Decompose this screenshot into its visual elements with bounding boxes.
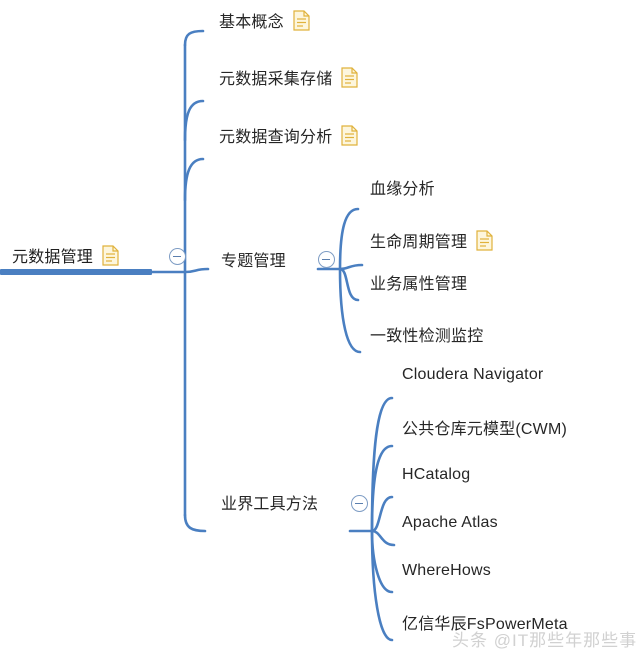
branch-curve-1 — [183, 29, 205, 47]
subbranch-label: 一致性检测监控 — [370, 328, 484, 345]
root-underline — [0, 269, 152, 275]
subbranch-node-consistency-monitoring[interactable]: 一致性检测监控 — [370, 322, 483, 346]
subbranch-label: Cloudera Navigator — [402, 366, 544, 383]
note-document-icon — [341, 66, 359, 88]
branch-node-metadata-query-analysis[interactable]: 元数据查询分析 — [219, 123, 359, 147]
subbranch-curve-b6 — [370, 529, 394, 642]
branch-curve-2 — [183, 99, 205, 142]
subbranch-node-fspowermeta[interactable]: 亿信华辰FsPowerMeta — [402, 610, 568, 634]
root-collapse-minus-icon[interactable] — [169, 248, 186, 265]
subbranch-label: Apache Atlas — [402, 514, 498, 531]
subbranch-curve-a2 — [338, 263, 364, 271]
subbranch-curve-a3 — [338, 267, 360, 302]
branch-label: 专题管理 — [221, 253, 286, 270]
subbranch-label: WhereHows — [402, 562, 491, 579]
subbranch-label: 业务属性管理 — [370, 276, 468, 293]
subbranch-node-business-attribute-management[interactable]: 业务属性管理 — [370, 270, 467, 294]
subbranch-curve-a4 — [338, 267, 362, 354]
subbranch-node-cwm[interactable]: 公共仓库元模型(CWM) — [402, 415, 567, 439]
branch-label: 业界工具方法 — [221, 496, 319, 513]
branch-label: 元数据采集存储 — [219, 71, 333, 88]
subbranch-node-hcatalog[interactable]: HCatalog — [402, 466, 470, 484]
subbranch-node-apache-atlas[interactable]: Apache Atlas — [402, 514, 498, 532]
subbranch-curve-b2 — [370, 444, 394, 533]
subbranch-curve-b1 — [370, 396, 394, 533]
subbranch-label: 公共仓库元模型(CWM) — [402, 421, 568, 438]
subbranch-curve-b5 — [370, 529, 394, 594]
topic-management-collapse-minus-icon[interactable] — [318, 251, 335, 268]
subbranch-node-lineage-analysis[interactable]: 血缘分析 — [370, 175, 435, 199]
branch-node-metadata-collection-storage[interactable]: 元数据采集存储 — [219, 65, 359, 89]
subbranch-label: HCatalog — [402, 466, 471, 483]
subbranch-node-wherehows[interactable]: WhereHows — [402, 562, 491, 580]
subbranch-node-lifecycle-management[interactable]: 生命周期管理 — [370, 228, 493, 252]
industry-tools-collapse-minus-icon[interactable] — [351, 495, 368, 512]
branch-curve-5 — [183, 513, 207, 533]
subbranch-label: 亿信华辰FsPowerMeta — [402, 616, 568, 633]
subbranch-curve-a1 — [338, 207, 360, 271]
root-node[interactable]: 元数据管理 — [12, 243, 119, 267]
subbranch-node-cloudera-navigator[interactable]: Cloudera Navigator — [402, 366, 543, 384]
branch-curve-4 — [183, 267, 210, 274]
subbranch-curve-b4 — [370, 529, 396, 547]
branch-curve-3 — [183, 157, 205, 202]
note-document-icon — [102, 244, 119, 266]
note-document-icon — [293, 9, 310, 31]
root-node-label: 元数据管理 — [12, 249, 94, 266]
branch-node-industry-tools-methods[interactable]: 业界工具方法 — [221, 490, 318, 514]
branch-node-basic-concept[interactable]: 基本概念 — [219, 8, 310, 32]
watermark-text: 头条 @IT那些年那些事 — [452, 631, 638, 650]
branch-label: 基本概念 — [219, 14, 284, 31]
subbranch-curve-b3 — [370, 495, 394, 533]
subbranch-label: 血缘分析 — [370, 181, 435, 198]
note-document-icon — [476, 229, 493, 251]
branch-label: 元数据查询分析 — [219, 129, 333, 146]
note-document-icon — [341, 124, 359, 146]
subbranch-label: 生命周期管理 — [370, 234, 468, 251]
branch-node-topic-management[interactable]: 专题管理 — [221, 247, 286, 271]
